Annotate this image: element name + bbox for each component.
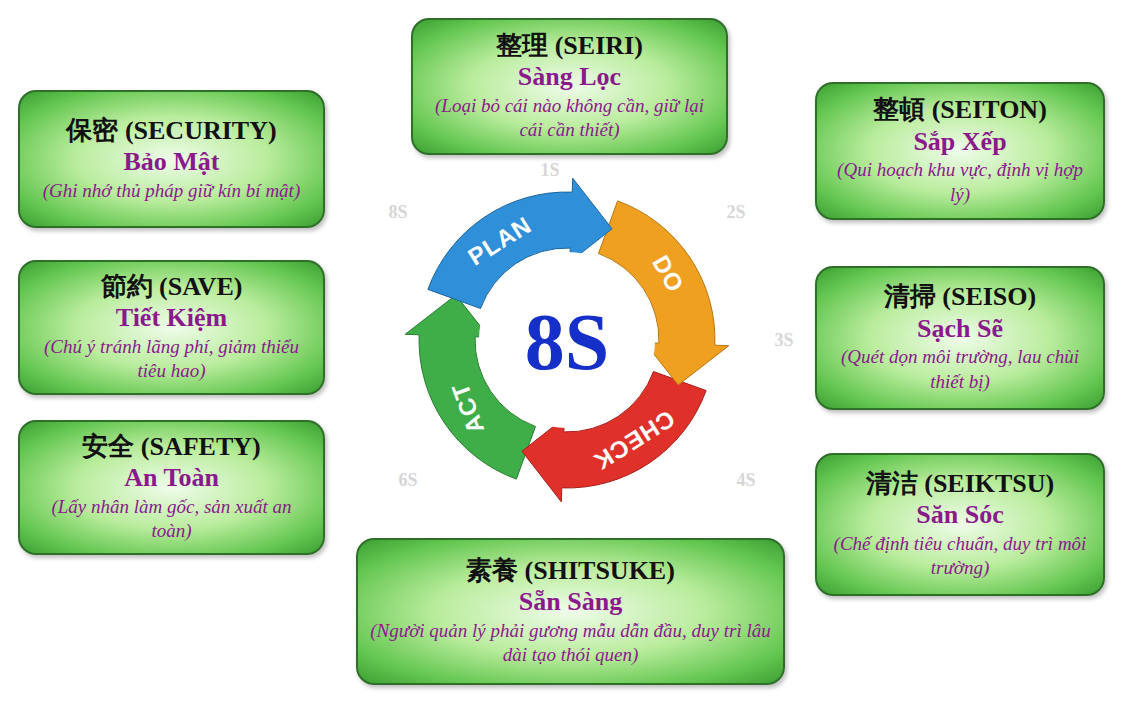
- s-heading: 保密 (SECURITY): [66, 115, 276, 146]
- s-box: 保密 (SECURITY)Bảo Mật(Ghi nhớ thủ pháp gi…: [18, 90, 325, 228]
- s-name: Săn Sóc: [916, 499, 1003, 532]
- s-heading: 安全 (SAFETY): [82, 431, 260, 462]
- cycle-center: [479, 252, 655, 428]
- s-name: Bảo Mật: [123, 146, 219, 179]
- center-title: 8S: [525, 297, 610, 388]
- s-box: 節約 (SAVE)Tiết Kiệm(Chú ý tránh lãng phí,…: [18, 260, 325, 395]
- s-heading: 整頓 (SEITON): [873, 94, 1047, 125]
- s-name: An Toàn: [124, 462, 219, 495]
- s-box: 安全 (SAFETY)An Toàn(Lấy nhân làm gốc, sản…: [18, 420, 325, 555]
- step-number: 1S: [540, 160, 559, 181]
- s-description: (Chế định tiêu chuẩn, duy trì môi trường…: [827, 532, 1093, 581]
- s-name: Sàng Lọc: [518, 61, 621, 94]
- s-box: 清洁 (SEIKTSU)Săn Sóc(Chế định tiêu chuẩn,…: [815, 453, 1105, 596]
- s-box: 整頓 (SEITON)Sắp Xếp(Qui hoạch khu vực, đị…: [815, 82, 1105, 220]
- s-box: 素養 (SHITSUKE)Sẵn Sàng(Người quản lý phải…: [356, 538, 785, 685]
- s-description: (Qui hoạch khu vực, định vị hợp lý): [827, 158, 1093, 207]
- s-box: 整理 (SEIRI)Sàng Lọc(Loại bỏ cái nào không…: [411, 18, 728, 155]
- step-number: 3S: [774, 330, 793, 351]
- s-heading: 清掃 (SEISO): [884, 281, 1036, 312]
- s-description: (Ghi nhớ thủ pháp giữ kín bí mật): [43, 179, 300, 204]
- s-description: (Quét dọn môi trường, lau chùi thiết bị): [827, 345, 1093, 394]
- step-number: 6S: [398, 470, 417, 491]
- s-name: Tiết Kiệm: [116, 302, 227, 335]
- s-description: (Người quản lý phải gương mẫu dẫn đầu, d…: [368, 619, 773, 668]
- s-name: Sắp Xếp: [913, 126, 1006, 159]
- s-heading: 素養 (SHITSUKE): [466, 555, 675, 586]
- s-description: (Chú ý tránh lãng phí, giảm thiểu tiêu h…: [30, 335, 313, 384]
- s-name: Sẵn Sàng: [519, 586, 622, 619]
- s-heading: 清洁 (SEIKTSU): [866, 468, 1055, 499]
- s-description: (Lấy nhân làm gốc, sản xuất an toàn): [30, 495, 313, 544]
- s-heading: 整理 (SEIRI): [496, 30, 643, 61]
- s-box: 清掃 (SEISO)Sạch Sẽ(Quét dọn môi trường, l…: [815, 266, 1105, 410]
- s-heading: 節約 (SAVE): [101, 271, 243, 302]
- step-number: 4S: [736, 470, 755, 491]
- s-description: (Loại bỏ cái nào không cần, giữ lại cái …: [423, 94, 716, 143]
- step-number: 2S: [726, 202, 745, 223]
- step-number: 8S: [388, 202, 407, 223]
- s-name: Sạch Sẽ: [917, 313, 1003, 346]
